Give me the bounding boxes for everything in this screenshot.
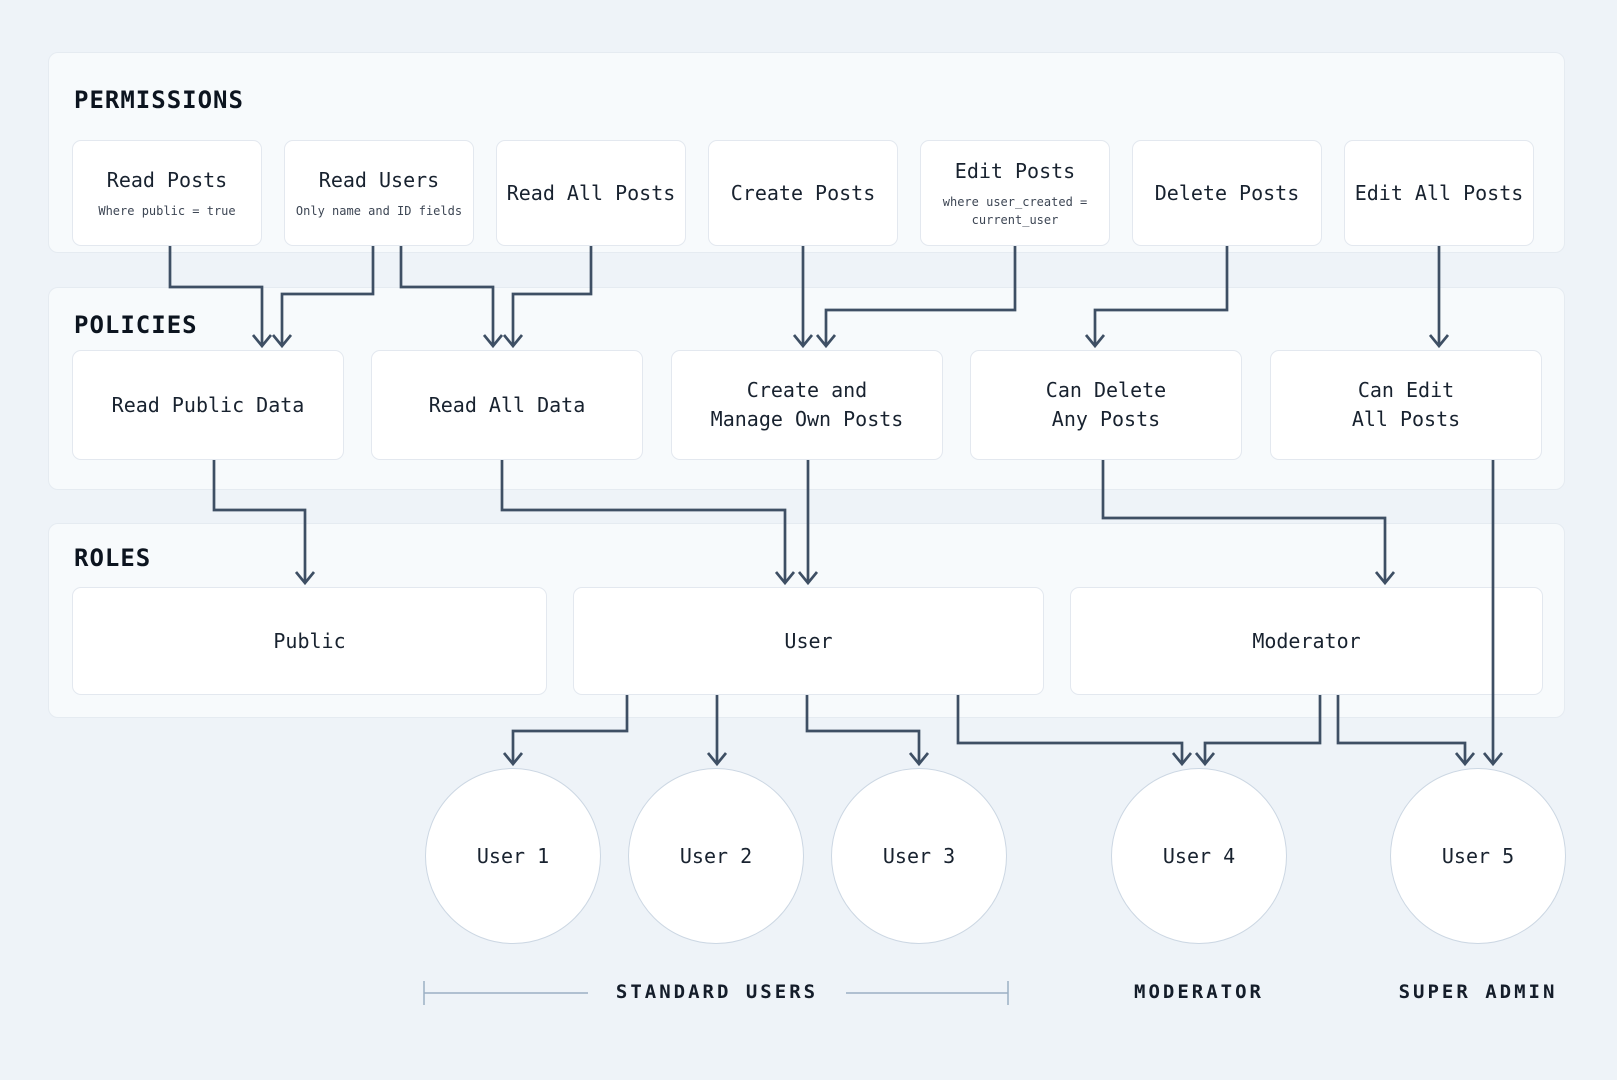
arrowhead-user-3	[908, 752, 930, 767]
node-create-manage-own-posts: Create and Manage Own Posts	[671, 350, 943, 460]
node-label: Create Posts	[730, 180, 876, 205]
node-read-all-posts: Read All Posts	[496, 140, 686, 246]
node-sublabel: where user_created = current_user	[942, 195, 1088, 227]
node-public: Public	[72, 587, 547, 695]
user-circle-user-4: User 4	[1111, 768, 1287, 944]
user-circle-label: User 1	[476, 844, 550, 868]
node-label: Read Public Data	[111, 392, 305, 417]
group-label-super-admin: SUPER ADMIN	[1398, 981, 1558, 1003]
node-label: Read All Data	[428, 392, 586, 417]
node-can-edit-all-posts: Can Edit All Posts	[1270, 350, 1542, 460]
node-create-posts: Create Posts	[708, 140, 898, 246]
node-label: Create and Manage Own Posts	[710, 378, 904, 431]
node-moderator: Moderator	[1070, 587, 1543, 695]
permissions-title: PERMISSIONS	[74, 86, 244, 114]
roles-title: ROLES	[74, 544, 152, 572]
node-label: Moderator	[1252, 628, 1361, 653]
node-delete-posts: Delete Posts	[1132, 140, 1322, 246]
user-circle-label: User 3	[882, 844, 956, 868]
arrowhead-user-1	[502, 752, 524, 767]
node-edit-posts: Edit Posts where user_created = current_u…	[920, 140, 1110, 246]
user-circle-label: User 2	[679, 844, 753, 868]
arrowhead-user-5	[1482, 752, 1504, 767]
node-label: Read Users	[318, 168, 440, 192]
user-circle-user-1: User 1	[425, 768, 601, 944]
node-sublabel: Only name and ID fields	[295, 204, 463, 218]
node-edit-all-posts: Edit All Posts	[1344, 140, 1534, 246]
group-label-standard-users: STANDARD USERS	[615, 981, 819, 1003]
node-can-delete-any-posts: Can Delete Any Posts	[970, 350, 1242, 460]
node-label: Read Posts	[106, 168, 228, 192]
node-sublabel: Where public = true	[98, 204, 236, 218]
node-label: Public	[273, 628, 346, 653]
arrowhead-user-5	[1454, 752, 1476, 767]
user-circle-user-5: User 5	[1390, 768, 1566, 944]
node-label: User	[784, 628, 833, 653]
user-circle-label: User 4	[1162, 844, 1236, 868]
arrowhead-user-2	[706, 752, 728, 767]
node-read-public-data: Read Public Data	[72, 350, 344, 460]
node-label: Can Delete Any Posts	[1045, 378, 1167, 431]
node-user: User	[573, 587, 1044, 695]
user-circle-user-2: User 2	[628, 768, 804, 944]
node-label: Read All Posts	[506, 180, 676, 205]
policies-title: POLICIES	[74, 311, 198, 339]
arrowhead-user-4	[1194, 752, 1216, 767]
node-label: Can Edit All Posts	[1351, 378, 1461, 431]
node-label: Edit All Posts	[1354, 180, 1524, 205]
user-circle-label: User 5	[1441, 844, 1515, 868]
user-circle-user-3: User 3	[831, 768, 1007, 944]
group-label-moderator-group: MODERATOR	[1134, 981, 1264, 1003]
arrowhead-user-4	[1171, 752, 1193, 767]
node-label: Delete Posts	[1154, 180, 1300, 205]
node-read-all-data: Read All Data	[371, 350, 643, 460]
node-label: Edit Posts	[954, 159, 1076, 183]
